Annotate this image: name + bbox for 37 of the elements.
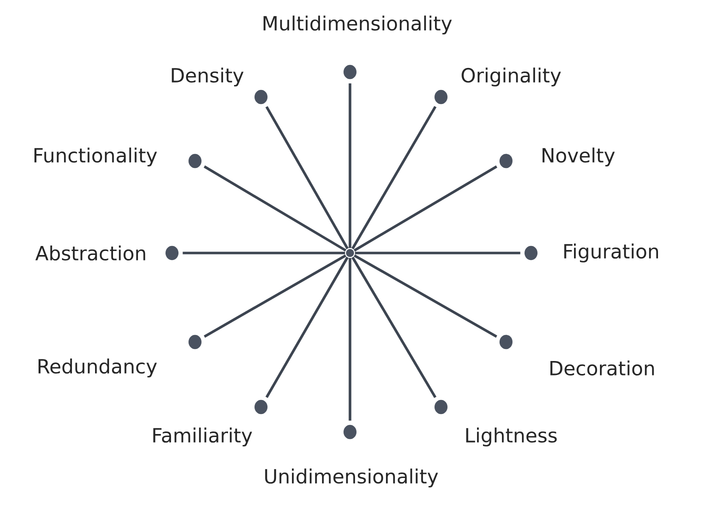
axis-label: Originality [462, 68, 561, 86]
spoke-line [265, 106, 349, 250]
end-dot [188, 154, 202, 168]
axis-label: Unidimensionality [265, 468, 438, 488]
spoke-line [348, 258, 352, 421]
axis-label: Figuration [564, 244, 658, 262]
end-dot [166, 246, 178, 260]
axis-label: Novelty [542, 148, 615, 166]
spoke-line [265, 256, 349, 398]
axis-label: Lightness [466, 428, 557, 446]
end-dot [434, 400, 448, 414]
end-dot [500, 334, 512, 350]
spoke-line [204, 254, 346, 338]
end-dot [188, 334, 202, 350]
axis-label: Multidimensionality [264, 16, 452, 34]
end-dot [344, 424, 356, 440]
spoke-line [348, 83, 352, 248]
end-dot [434, 90, 448, 104]
end-dot [254, 400, 268, 414]
axis-label: Redundancy [38, 358, 157, 378]
end-dot [524, 246, 538, 260]
spoke-line [354, 254, 498, 338]
end-dot [500, 154, 512, 168]
spoke-line [354, 165, 498, 252]
axis-label: Density [172, 68, 244, 86]
axis-label: Abstraction [35, 245, 146, 261]
spoke-line [351, 106, 436, 250]
spoke-line [355, 252, 520, 254]
spoke-line [351, 256, 436, 398]
center-dot [345, 248, 355, 258]
spoke-line [182, 252, 345, 254]
spoke-line [204, 165, 346, 252]
axis-label: Functionality [34, 148, 157, 166]
end-dot [344, 64, 356, 80]
end-dot [254, 90, 268, 104]
axis-label: Familiarity [153, 428, 252, 446]
axis-label: Decoration [550, 360, 654, 376]
